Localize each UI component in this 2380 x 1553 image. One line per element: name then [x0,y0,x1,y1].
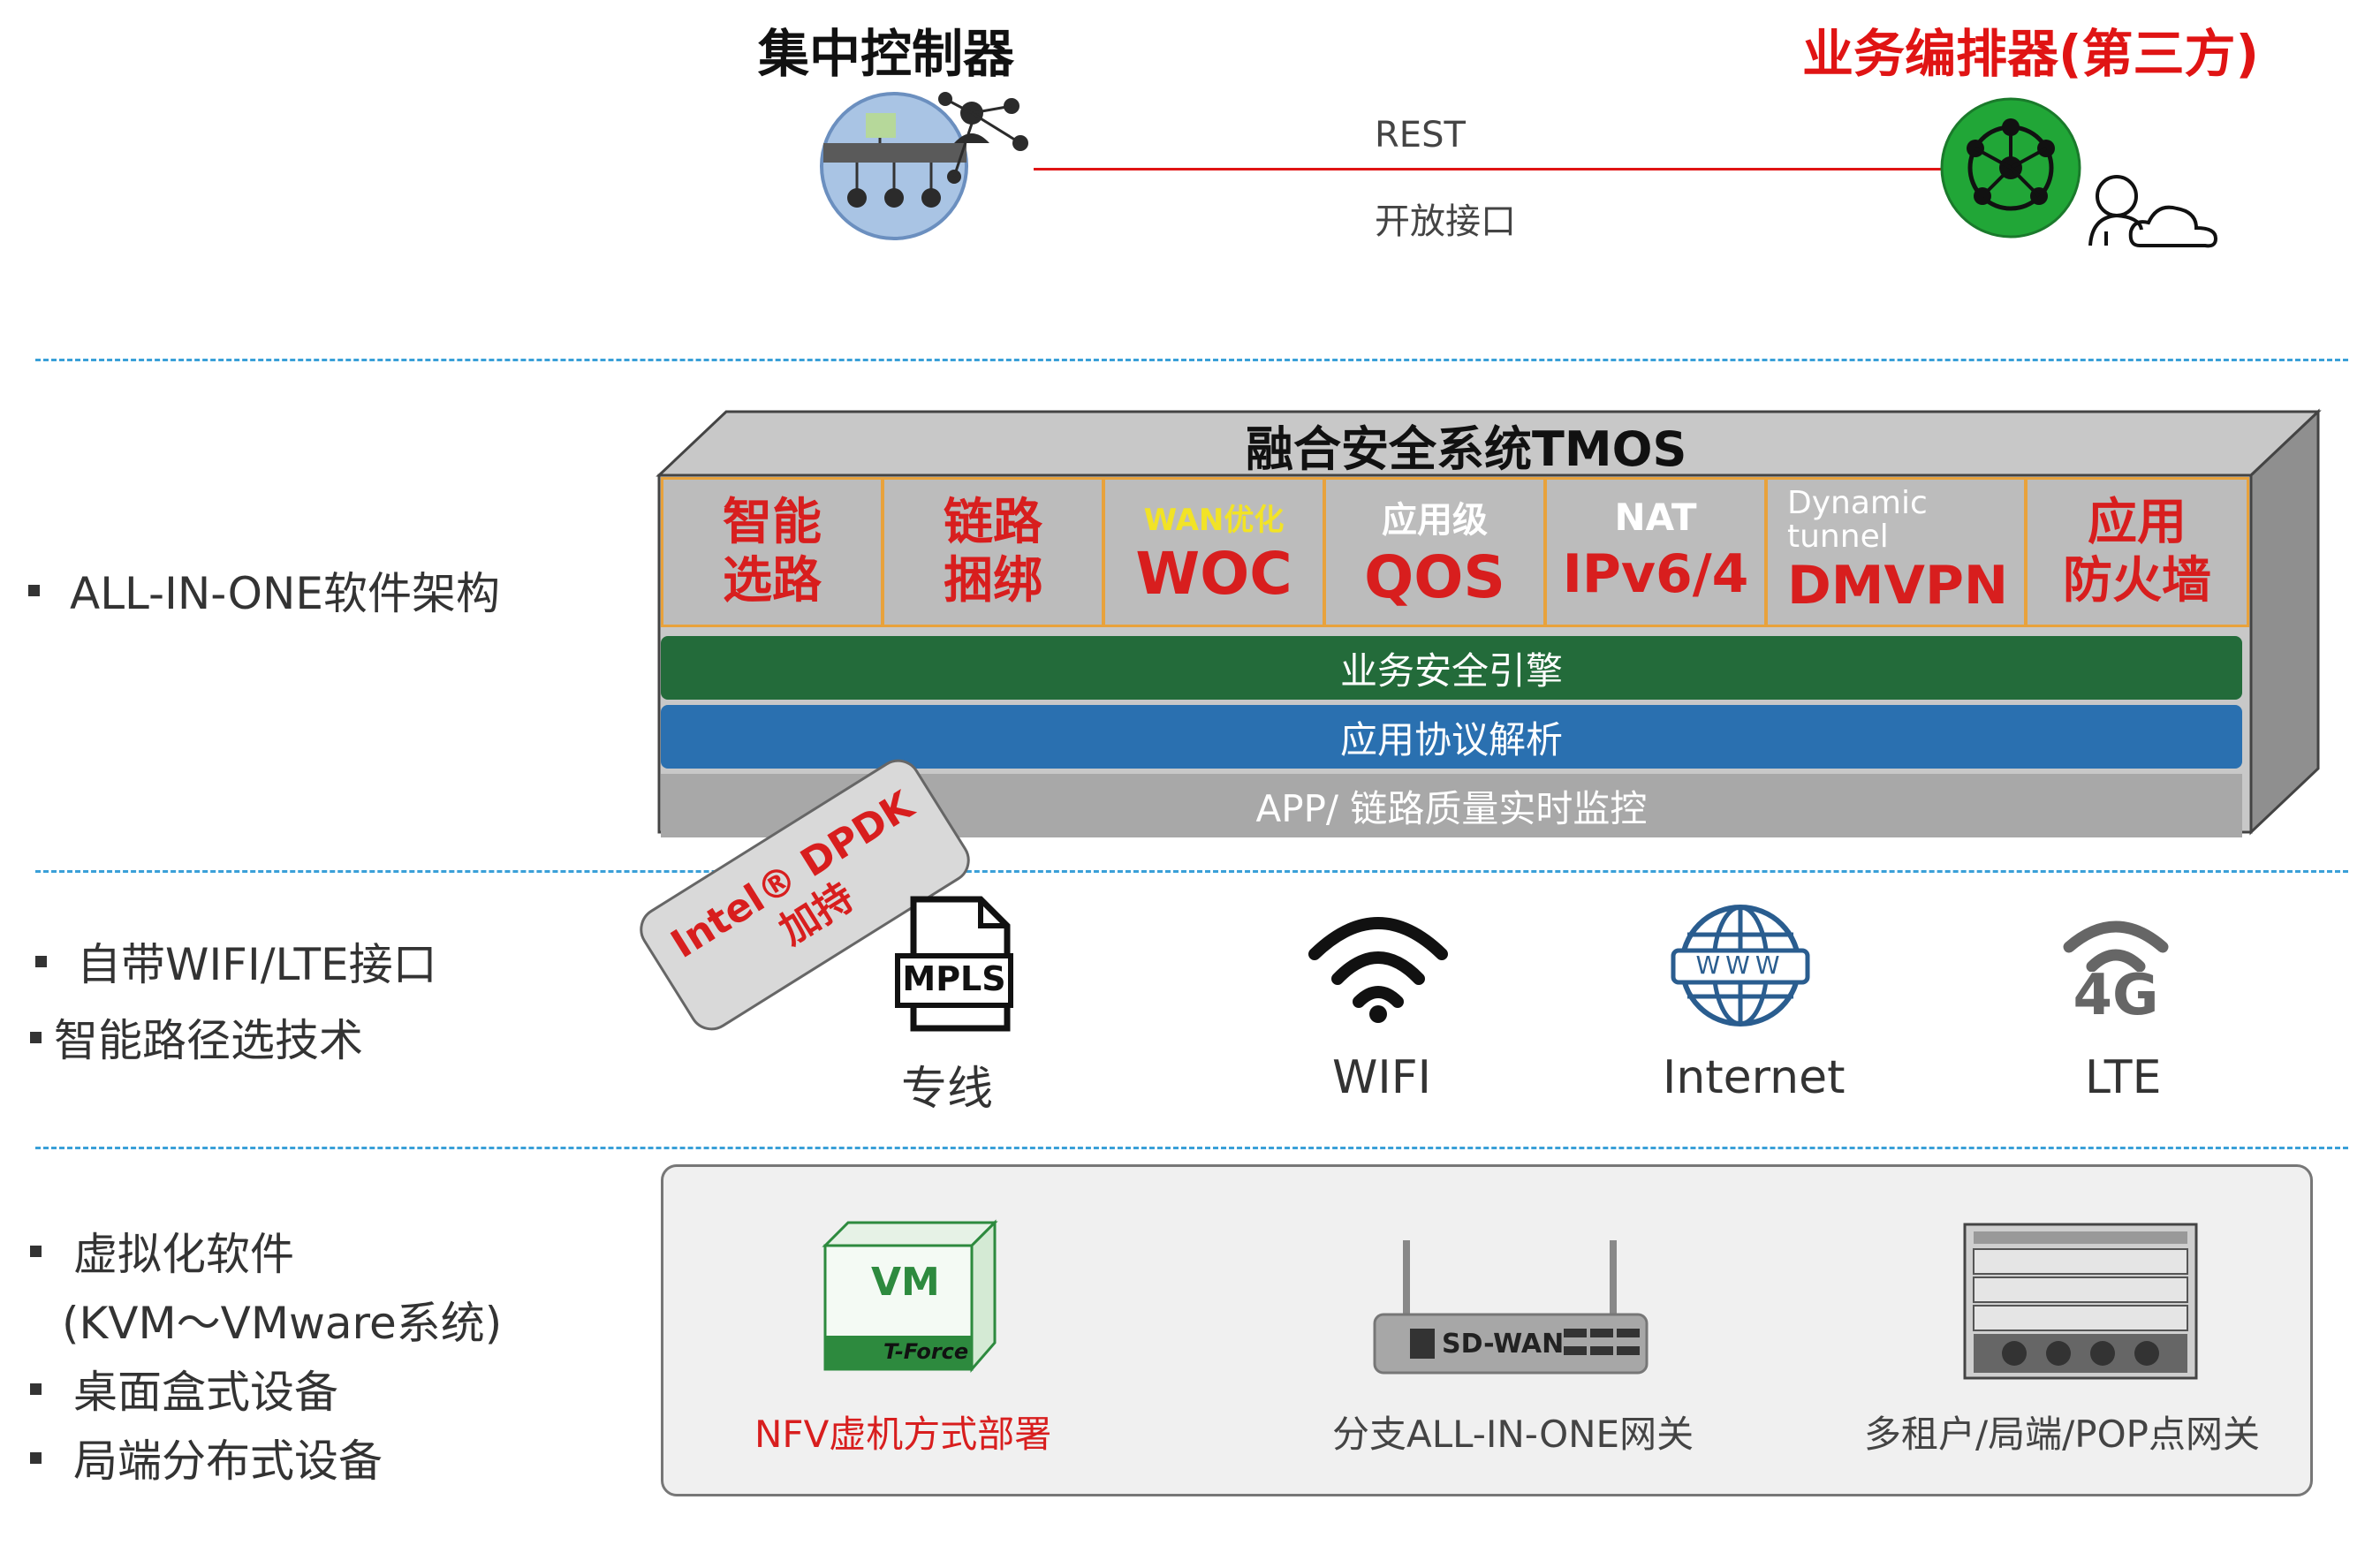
module-app-firewall: 应用 防火墙 [2025,477,2249,627]
security-engine-band: 业务安全引擎 [661,636,2242,700]
vm-icon-text: VM [871,1260,940,1305]
divider-1 [35,359,2348,361]
vm-icon: VM T-Force [822,1219,998,1378]
bullet-dot [30,1383,42,1395]
divider-3 [35,1147,2348,1149]
module-sublabel: Dynamic [1787,485,1928,521]
module-label: 应用 [2088,494,2187,551]
bullet-virtual-software: 虚拟化软件 [30,1219,294,1283]
divider-2 [35,870,2348,873]
mpls-icon-text: MPLS [902,959,1006,998]
rack-chassis-icon [1963,1223,2198,1380]
module-sublabel: NAT [1614,495,1697,539]
globe-icon-text: WWW [1695,951,1785,980]
tmos-title: 融合安全系统TMOS [1246,421,1687,477]
module-smart-routing: 智能 选路 [661,477,883,627]
sdwan-box-text: SD-WAN [1442,1329,1565,1360]
vm-brand: T-Force [883,1339,969,1364]
bullet-text: 桌面盒式设备 [73,1367,338,1418]
bullet-text: 虚拟化软件 [73,1229,294,1280]
rest-link-line [1034,168,1944,170]
rest-label: REST [1375,115,1466,155]
orchestrator-icon [1940,97,2218,248]
vm-label: NFV虚机方式部署 [754,1413,1052,1456]
bullet-text: ALL-IN-ONE软件架构 [70,568,501,619]
globe-icon: WWW [1670,899,1811,1032]
wifi-icon [1308,917,1448,1023]
bullet-text: 智能路径选技术 [54,1015,363,1066]
wifi-label: WIFI [1332,1051,1431,1104]
module-label: 捆绑 [944,552,1042,610]
module-dmvpn: Dynamic tunnel DMVPN [1765,477,2027,627]
module-sublabel: tunnel [1787,519,1889,555]
internet-label: Internet [1663,1051,1846,1104]
controller-title: 集中控制器 [758,24,1015,84]
module-label: 防火墙 [2063,552,2211,610]
bullet-text: 局端分布式设备 [73,1436,383,1487]
bullet-text: 自带WIFI/LTE接口 [77,939,437,990]
bullet-wifi-lte: 自带WIFI/LTE接口 [35,929,437,993]
module-nat-ipv6: NAT IPv6/4 [1544,477,1767,627]
module-qos: 应用级 QOS [1323,477,1546,627]
module-link-bonding: 链路 捆绑 [882,477,1104,627]
lte-label: LTE [2085,1051,2162,1104]
bullet-dot [30,1451,42,1464]
module-sublabel: WAN优化 [1143,502,1285,538]
module-label: QOS [1364,543,1505,611]
bullet-virtual-software-detail: (KVM～VMware系统) [62,1298,503,1349]
open-interface-label: 开放接口 [1375,201,1516,242]
bullet-dot [28,584,40,596]
bullet-desktop-box: 桌面盒式设备 [30,1357,338,1420]
protocol-parsing-band: 应用协议解析 [661,705,2242,769]
module-label: IPv6/4 [1562,542,1749,605]
lte-4g-icon: 4G [2050,901,2182,1034]
module-label: 选路 [723,552,822,610]
bullet-all-in-one: ALL-IN-ONE软件架构 [28,558,500,622]
bullet-dot [30,1031,42,1043]
bullet-central-distributed: 局端分布式设备 [30,1426,383,1489]
mpls-icon: MPLS [892,894,1016,1035]
module-sublabel: 应用级 [1382,500,1488,541]
branch-gateway-label: 分支ALL-IN-ONE网关 [1332,1413,1694,1456]
bullet-dot [35,955,47,967]
module-label: 链路 [944,494,1042,551]
module-label: DMVPN [1787,555,2009,617]
pop-gateway-label: 多租户/局端/POP点网关 [1864,1413,2261,1456]
controller-icon [820,92,1028,240]
module-label: WOC [1135,539,1292,608]
sdwan-box-icon: SD-WAN [1369,1237,1652,1378]
lte-icon-text: 4G [2073,963,2159,1028]
mpls-label: 专线 [901,1063,994,1116]
module-woc: WAN优化 WOC [1103,477,1325,627]
orchestrator-title: 业务编排器(第三方) [1802,24,2260,84]
module-label: 智能 [723,494,822,551]
bullet-smart-path: 智能路径选技术 [30,1005,363,1069]
bullet-dot [30,1245,42,1257]
